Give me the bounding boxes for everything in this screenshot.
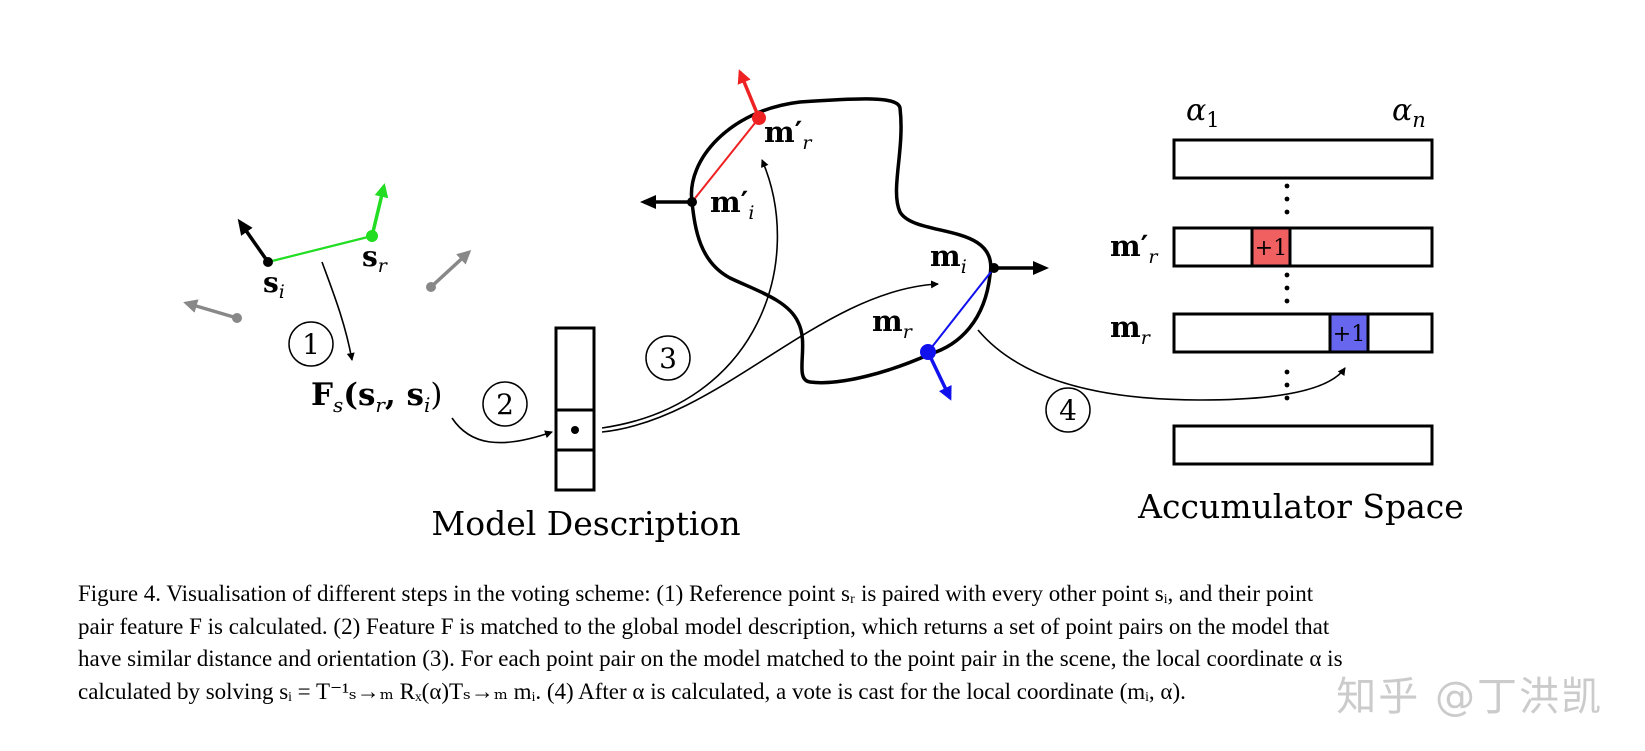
gray-point-arrow-1 [183, 299, 238, 320]
gray-point-1 [232, 313, 242, 323]
m-r-normal-arrow [926, 351, 952, 401]
caption-line-2: pair feature F is calculated. (2) Featur… [78, 613, 1330, 639]
label-alpha-1: α1 [1186, 93, 1220, 132]
model-description-table [554, 326, 596, 492]
accumulator-row-m-r [1172, 312, 1434, 354]
step1-number: 1 [302, 328, 320, 361]
vote-cell-blue [1328, 312, 1370, 354]
vote-cell-red [1250, 226, 1292, 268]
caption-line-4: calculated by solving sᵢ = T⁻¹ₛ→ₘ Rₓ(α)T… [78, 678, 1186, 704]
watermark: 知乎 @丁洪凯 [1336, 674, 1603, 720]
caption-line-1: Figure 4. Visualisation of different ste… [78, 581, 1314, 606]
s-r-point [366, 230, 378, 242]
label-alpha-n: αn [1392, 93, 1426, 132]
m-i-prime-point [687, 197, 697, 207]
step2-arrow [451, 417, 553, 444]
vote-red-label: +1 [1255, 236, 1287, 261]
step3-circle [645, 335, 691, 381]
accumulator-row-1 [1172, 138, 1434, 180]
vertical-dots-1 [1284, 183, 1290, 215]
s-i-point [263, 257, 273, 267]
accumulator-space: α1 αn +1 m′r +1 mr Accumulator Space [1110, 93, 1464, 526]
gray-point-arrow-2 [429, 249, 472, 289]
s-r-normal-arrow [370, 183, 389, 237]
scene-pair-line [267, 234, 373, 264]
label-m-r: mr [872, 304, 914, 343]
label-m-r-prime: m′r [764, 115, 813, 154]
vertical-dots-3 [1284, 369, 1290, 401]
caption-line-3: have similar distance and orientation (3… [78, 646, 1343, 671]
step4-arrow [977, 329, 1346, 401]
label-s-r: sr [362, 240, 389, 277]
step4-circle [1045, 387, 1091, 433]
accumulator-row-m-r-prime [1172, 226, 1434, 268]
m-i-point [989, 263, 999, 273]
accumulator-row-last [1172, 424, 1434, 466]
feature-label: Fs(sr, si) [311, 377, 443, 417]
model-description-label: Model Description [431, 504, 740, 543]
gray-point-2 [426, 282, 436, 292]
label-acc-m-r: mr [1110, 310, 1152, 349]
scene-point-pair: si sr [183, 183, 472, 323]
step3-arrow-to-model [601, 280, 939, 433]
step1-circle [288, 321, 334, 367]
label-m-i: mi [930, 239, 967, 278]
accumulator-space-label: Accumulator Space [1137, 487, 1464, 526]
m-r-prime-normal-arrow [737, 69, 761, 119]
step4-number: 4 [1059, 394, 1077, 427]
vote-blue-label: +1 [1333, 322, 1365, 347]
step2-number: 2 [496, 388, 514, 421]
m-r-point [920, 344, 936, 360]
step3-arrow-to-model-prime [601, 159, 779, 429]
model-outline [689, 97, 993, 385]
s-i-normal-arrow [237, 218, 270, 264]
model-pair-line [927, 267, 995, 353]
model-prime-pair-line [691, 117, 760, 203]
m-r-prime-point [752, 111, 766, 125]
model-entry-dot [571, 426, 579, 434]
step1-arrow [321, 261, 355, 361]
vertical-dots-2 [1284, 272, 1290, 304]
label-acc-m-r-prime: m′r [1110, 229, 1159, 268]
step2-circle [482, 381, 528, 427]
step3-number: 3 [659, 342, 677, 375]
label-s-i: si [263, 266, 285, 303]
figure-caption: Figure 4. Visualisation of different ste… [78, 578, 1558, 708]
label-m-i-prime: m′i [710, 185, 754, 224]
voting-scheme-figure: si sr 1 Fs(sr, si) 2 Model Description 3… [183, 69, 1464, 543]
